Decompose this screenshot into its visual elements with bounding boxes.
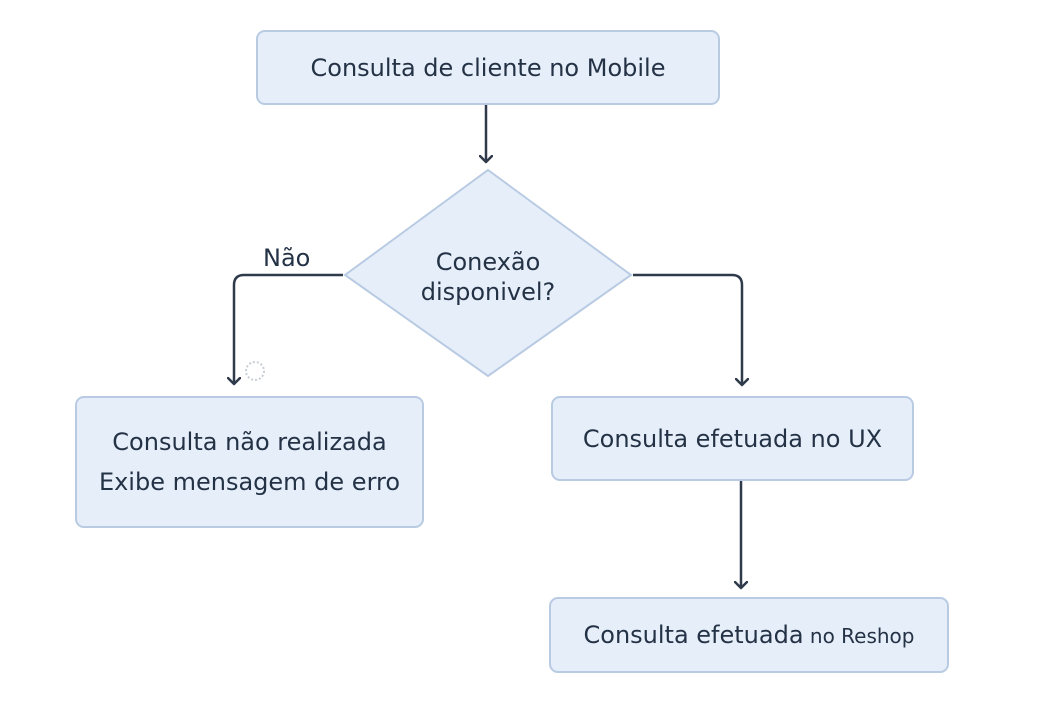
reshop-node: Consulta efetuada no Reshop xyxy=(549,597,949,673)
reshop-node-suffix: no Reshop xyxy=(803,624,915,648)
fail-node: Consulta não realizada Exibe mensagem de… xyxy=(75,396,424,528)
arrow-decision-to-ux xyxy=(633,273,742,385)
decision-node-text: Conexão disponivel? xyxy=(390,222,586,332)
fail-node-title: Consulta não realizada xyxy=(112,428,387,456)
decision-label-line1: Conexão xyxy=(435,248,541,276)
ux-node-label: Consulta efetuada no UX xyxy=(582,424,883,453)
cursor-ring-icon xyxy=(245,361,265,381)
reshop-node-label: Consulta efetuada xyxy=(583,621,804,649)
no-branch-label: Não xyxy=(263,244,311,272)
decision-diamond xyxy=(343,168,633,378)
fail-node-subtitle: Exibe mensagem de erro xyxy=(98,468,401,496)
arrow-decision-to-fail xyxy=(234,273,343,384)
decision-label-line2: disponivel? xyxy=(420,278,556,306)
reshop-node-label-wrap: Consulta efetuada no Reshop xyxy=(584,620,915,650)
start-node-label: Consulta de cliente no Mobile xyxy=(310,53,666,82)
start-node: Consulta de cliente no Mobile xyxy=(256,30,720,105)
ux-node: Consulta efetuada no UX xyxy=(551,396,914,481)
